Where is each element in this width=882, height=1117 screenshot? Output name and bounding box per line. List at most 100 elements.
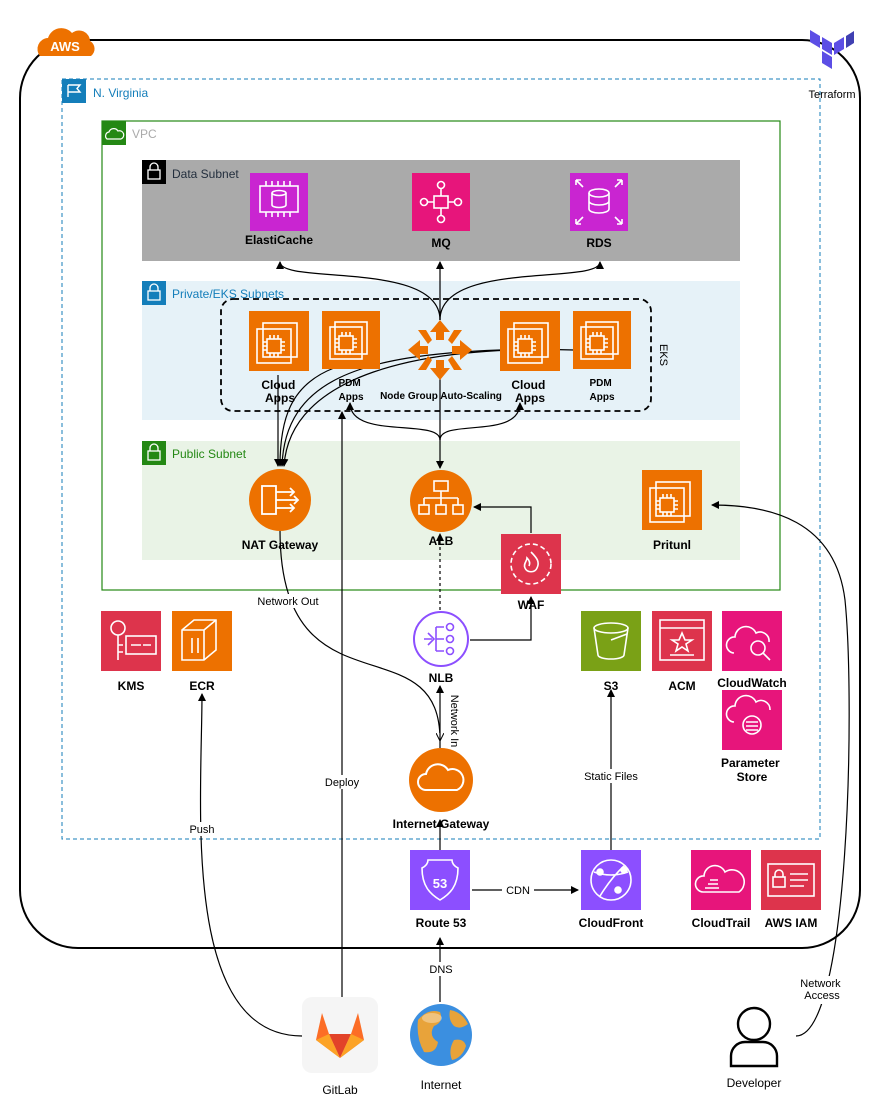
ecr-node[interactable]: ECR <box>172 611 232 693</box>
gitlab-logo-icon <box>316 1013 364 1058</box>
edge-label-deploy: Deploy <box>325 777 360 789</box>
shield-53-icon <box>421 859 459 901</box>
cloud-icon <box>417 763 465 791</box>
parameter-store-node[interactable]: Parameter Store <box>721 690 783 784</box>
ec2-instance-icon <box>507 322 549 364</box>
route53-label: Route 53 <box>416 916 467 930</box>
edge-cloudapps2-nat <box>278 349 501 467</box>
eks-label: EKS <box>657 344 669 366</box>
kms-node[interactable]: KMS <box>101 611 161 693</box>
cloudwatch-node[interactable]: CloudWatch <box>717 611 787 690</box>
route53-icon-text: 53 <box>433 876 447 891</box>
waf-label: WAF <box>518 598 545 612</box>
pdm-apps-label-1: PDM Apps <box>338 378 363 403</box>
internet-gateway-label: Internet Gateway <box>393 817 490 831</box>
developer-node[interactable]: Developer <box>727 1006 782 1090</box>
edge-nodegroup-elasticache <box>276 261 441 321</box>
network-load-balancer-icon <box>424 622 455 656</box>
ecr-label: ECR <box>189 679 215 693</box>
nat-gateway-icon <box>261 485 300 515</box>
edge-label-static-files: Static Files <box>584 771 638 783</box>
cloud-apps-label-1: Cloud Apps <box>261 378 298 405</box>
cloudwatch-label: CloudWatch <box>717 676 787 690</box>
cloudtrail-node[interactable]: CloudTrail <box>691 850 751 930</box>
ec2-instance-icon <box>649 481 691 523</box>
waf-node[interactable]: WAF <box>501 534 561 612</box>
bucket-icon <box>593 622 629 660</box>
data-subnet-label: Data Subnet <box>172 167 239 181</box>
public-subnet-label: Public Subnet <box>172 447 247 461</box>
globe-icon <box>410 1004 472 1066</box>
edge-label-push: Push <box>189 824 214 836</box>
s3-node[interactable]: S3 <box>581 611 641 693</box>
container-registry-icon <box>181 619 217 661</box>
terraform-logo <box>810 30 854 69</box>
alb-label: ALB <box>429 534 454 548</box>
region-label: N. Virginia <box>93 86 148 100</box>
cloud-apps-node-2[interactable]: Cloud Apps <box>500 311 560 405</box>
vpc-label: VPC <box>132 127 157 141</box>
vpc-group <box>101 120 781 591</box>
elasticache-label: ElastiCache <box>245 233 313 247</box>
aws-badge-label: AWS <box>50 39 80 54</box>
route53-node[interactable]: 53 Route 53 <box>410 850 470 930</box>
pritunl-label: Pritunl <box>653 538 691 552</box>
iam-label: AWS IAM <box>765 916 818 930</box>
edge-label-network-out: Network Out <box>257 596 318 608</box>
firewall-icon <box>510 543 552 585</box>
cloud-apps-node-1[interactable]: Cloud Apps <box>249 311 309 405</box>
cloud-apps-label-2: Cloud Apps <box>511 378 548 405</box>
nlb-node[interactable]: NLB <box>413 611 469 685</box>
pdm-apps-node-1[interactable]: PDM Apps <box>322 311 380 403</box>
message-queue-icon <box>419 180 463 224</box>
gitlab-node[interactable]: GitLab <box>302 997 378 1097</box>
identity-badge-icon <box>767 863 815 897</box>
private-subnet-label: Private/EKS Subnets <box>172 287 284 301</box>
flag-icon <box>62 79 86 103</box>
cloudfront-node[interactable]: CloudFront <box>579 850 644 930</box>
edge-nodegroup-rds <box>439 261 604 321</box>
ec2-instance-icon <box>256 322 298 364</box>
node-group-autoscaling-node[interactable]: Node Group Auto-Scaling <box>380 320 502 402</box>
internet-node[interactable]: Internet <box>410 1004 472 1092</box>
edge-label-cdn: CDN <box>506 885 530 897</box>
node-group-label: Node Group Auto-Scaling <box>380 391 502 402</box>
globe-network-icon <box>590 859 632 901</box>
private-subnet <box>142 281 740 420</box>
iam-node[interactable]: AWS IAM <box>761 850 821 930</box>
parameter-store-label: Parameter Store <box>721 756 783 784</box>
mq-node[interactable]: MQ <box>412 173 470 250</box>
rds-label: RDS <box>586 236 611 250</box>
terraform-label: Terraform <box>808 89 855 101</box>
vpc-cloud-icon <box>102 121 126 145</box>
aws-badge: AWS <box>37 28 95 56</box>
edge-label-network-in: Network In <box>448 695 460 748</box>
pritunl-node[interactable]: Pritunl <box>642 470 702 552</box>
alb-node[interactable]: ALB <box>410 470 472 548</box>
ec2-instance-icon <box>329 321 368 360</box>
nat-gateway-label: NAT Gateway <box>242 538 319 552</box>
elasticache-node[interactable]: ElastiCache <box>245 173 313 247</box>
kms-label: KMS <box>118 679 145 693</box>
elasticache-icon <box>259 181 299 217</box>
edges <box>197 261 850 1037</box>
acm-node[interactable]: ACM <box>652 611 712 693</box>
edge-labels: Network Out Network In Deploy Push Stati… <box>186 594 846 1004</box>
internet-gateway-node[interactable]: Internet Gateway <box>393 748 490 831</box>
cloudtrail-label: CloudTrail <box>692 916 751 930</box>
load-balancer-icon <box>418 480 464 515</box>
rds-node[interactable]: RDS <box>570 173 628 250</box>
nat-gateway-node[interactable]: NAT Gateway <box>242 469 319 552</box>
edge-nat-igw <box>279 529 440 740</box>
edge-alb-cloudapps2 <box>439 402 524 441</box>
edge-label-dns: DNS <box>429 964 452 976</box>
pdm-apps-label-2: PDM Apps <box>589 378 614 403</box>
monitoring-icon <box>725 625 771 661</box>
cloudfront-label: CloudFront <box>579 916 644 930</box>
key-icon <box>110 620 157 660</box>
edge-nlb-waf <box>470 596 535 641</box>
pdm-apps-node-2[interactable]: PDM Apps <box>573 311 631 403</box>
region-group <box>61 78 821 840</box>
internet-label: Internet <box>421 1078 462 1092</box>
